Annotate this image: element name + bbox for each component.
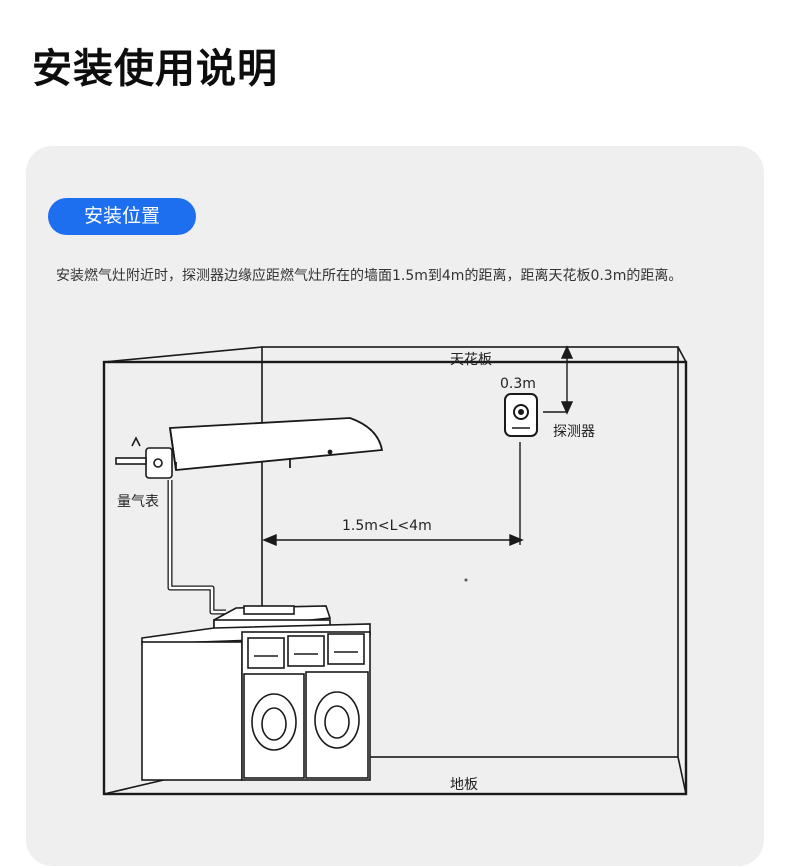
detector-label: 探测器 — [553, 424, 595, 440]
floor-label: 地板 — [450, 777, 478, 793]
gas-meter — [115, 436, 173, 479]
front-frame — [102, 360, 688, 796]
detector — [504, 393, 538, 437]
kitchen-cabinet — [141, 623, 371, 781]
page-title: 安装使用说明 — [32, 46, 278, 92]
floor-edge-right — [677, 756, 687, 795]
section-tag: 安装位置 — [48, 198, 196, 235]
ceiling-distance-arrow — [543, 345, 574, 415]
distance-l-arrow — [262, 442, 524, 547]
gas-pipe — [167, 480, 226, 615]
meter-label: 量气表 — [117, 494, 159, 510]
back-wall — [261, 346, 679, 758]
section-description: 安装燃气灶附近时，探测器边缘应距燃气灶所在的墙面1.5m到4m的距离，距离天花板… — [56, 268, 683, 284]
wall-dot — [464, 578, 468, 582]
distance-range-label: 1.5m<L<4m — [342, 518, 432, 534]
range-hood — [168, 417, 384, 471]
ceiling-label: 天花板 — [450, 352, 492, 368]
ceiling-distance-label: 0.3m — [500, 376, 536, 392]
ceiling-edge-left — [103, 346, 263, 363]
ceiling-edge-right — [677, 346, 687, 363]
installation-diagram: 天花板 0.3m 探测器 量气表 1.5m<L<4m 地板 — [102, 345, 688, 796]
